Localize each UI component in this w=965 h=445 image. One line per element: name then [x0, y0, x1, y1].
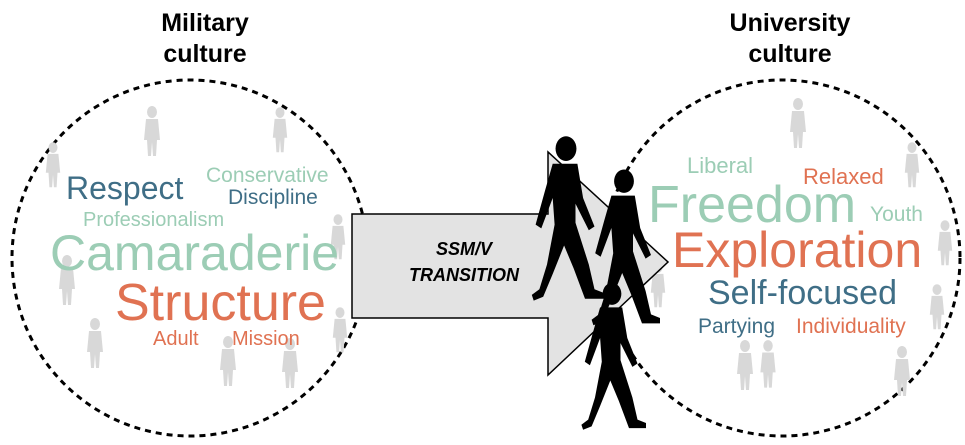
standing-person-icon [87, 318, 103, 368]
standing-person-icon [737, 340, 753, 390]
word-relaxed: Relaxed [803, 164, 884, 189]
standing-person-icon [904, 142, 920, 188]
military-culture-title: Military culture [85, 8, 325, 70]
word-structure: Structure [115, 274, 326, 332]
standing-person-icon [790, 98, 806, 148]
word-liberal: Liberal [687, 153, 754, 178]
standing-person-icon [272, 107, 288, 153]
military-title-line2: culture [163, 40, 247, 68]
word-self-focused: Self-focused [708, 274, 897, 312]
military-title-line1: Military [161, 9, 249, 37]
transition-label-line1: SSM/V [435, 239, 492, 259]
standing-person-icon [144, 106, 160, 156]
word-mission: Mission [232, 328, 300, 350]
university-culture-circle [602, 78, 962, 438]
standing-person-icon [937, 220, 953, 266]
word-professionalism: Professionalism [83, 209, 225, 231]
word-respect: Respect [66, 170, 184, 206]
university-title-line2: culture [748, 40, 832, 68]
word-camaraderie: Camaraderie [50, 225, 340, 281]
word-partying: Partying [698, 315, 776, 338]
transition-label-line2: TRANSITION [409, 265, 519, 285]
university-culture-title: University culture [670, 8, 910, 70]
word-youth: Youth [870, 203, 923, 226]
word-conservative: Conservative [206, 164, 329, 187]
word-freedom: Freedom [648, 176, 857, 234]
word-exploration: Exploration [672, 222, 923, 278]
word-discipline: Discipline [228, 186, 318, 209]
transition-label: SSM/V TRANSITION [395, 236, 533, 288]
word-individuality: Individuality [796, 315, 906, 338]
standing-person-icon [929, 284, 945, 330]
standing-person-icon [760, 340, 776, 388]
word-adult: Adult [153, 328, 199, 350]
university-title-line1: University [729, 9, 851, 37]
